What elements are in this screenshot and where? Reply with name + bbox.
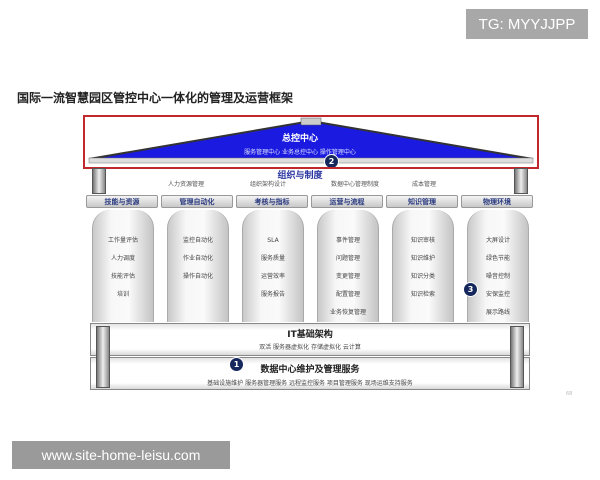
column-title: 考核与指标: [236, 195, 308, 208]
column-item: 知识审核: [410, 237, 435, 244]
column-item: 技能评估: [110, 273, 135, 280]
column-item: 配置管理: [335, 291, 360, 298]
page-number: 68: [566, 391, 573, 397]
column-title: 物理环境: [461, 195, 533, 208]
left-pillar-bottom: [96, 326, 110, 388]
column-item: 展示路线: [485, 309, 510, 316]
column-item: 监控自动化: [182, 237, 213, 244]
column-item: 绿色节能: [485, 255, 510, 262]
highlight-box: [83, 115, 539, 169]
it-infrastructure-band: IT基础架构 双活 服务器虚拟化 存储虚拟化 云计算: [90, 323, 530, 356]
column-item: 安保监控: [485, 291, 510, 298]
column-title: 知识管理: [386, 195, 458, 208]
column-item: 问题管理: [335, 255, 360, 262]
right-pillar-top: [514, 168, 528, 194]
column-item: 知识维护: [410, 255, 435, 262]
column-item: 业务恢复管理: [329, 309, 366, 316]
column-item: 知识检索: [410, 291, 435, 298]
column-item: 运营效率: [260, 273, 285, 280]
column-item: SLA: [267, 237, 279, 244]
pediment-base: [88, 157, 534, 164]
right-pillar-bottom: [510, 326, 524, 388]
column-title: 运营与流程: [311, 195, 383, 208]
it-subtitle: 双活 服务器虚拟化 存储虚拟化 云计算: [259, 344, 361, 351]
column-skills: 工作量评估人力调度技能评估培训: [92, 210, 154, 322]
column-title: 管理自动化: [161, 195, 233, 208]
pediment: [88, 117, 534, 164]
dc-subtitle: 基础设施维护 服务器管理服务 远程监控服务 项目管理服务 现场运维支持服务: [207, 380, 413, 387]
watermark-bottom: www.site-home-leisu.com: [12, 441, 230, 469]
column-process: 事件管理问题管理变更管理配置管理业务恢复管理: [317, 210, 379, 322]
column-automation: 监控自动化作业自动化操作自动化: [167, 210, 229, 322]
column-kpi: SLA 服务质量运营效率服务报告: [242, 210, 304, 322]
column-item: 服务质量: [260, 255, 285, 262]
column-item: 操作自动化: [182, 273, 213, 280]
column-item: 培训: [116, 291, 129, 298]
dc-title: 数据中心维护及管理服务: [260, 365, 360, 375]
column-item: 噪音控制: [485, 273, 510, 280]
column-item: 知识分类: [410, 273, 435, 280]
pediment-ornament: [300, 117, 322, 126]
column-item: 工作量评估: [107, 237, 138, 244]
column-item: 事件管理: [335, 237, 360, 244]
badge-3: 3: [463, 282, 478, 297]
column-item: 大屏设计: [485, 237, 510, 244]
column-title: 技能与资源: [86, 195, 158, 208]
left-pillar-top: [92, 168, 106, 194]
org-item: 人力资源管理: [168, 181, 205, 188]
column-item: 人力调度: [110, 255, 135, 262]
page-title: 国际一流智慧园区管控中心一体化的管理及运营框架: [17, 91, 294, 105]
column-environment: 大屏设计绿色节能噪音控制安保监控展示路线: [467, 210, 529, 322]
control-center-subtitle: 服务管理中心 业务总控中心 操作管理中心: [244, 149, 356, 156]
column-knowledge: 知识审核知识维护知识分类知识检索: [392, 210, 454, 322]
org-title: 组织与制度: [277, 171, 323, 181]
badge-1: 1: [229, 357, 244, 372]
column-item: 作业自动化: [182, 255, 213, 262]
column-item: 服务报告: [260, 291, 285, 298]
it-title: IT基础架构: [287, 330, 333, 340]
control-center-title: 总控中心: [281, 134, 318, 144]
org-item: 数据中心管理制度: [331, 181, 380, 188]
org-item: 成本管理: [412, 181, 437, 188]
column-item: 变更管理: [335, 273, 360, 280]
datacenter-band: 数据中心维护及管理服务 基础设施维护 服务器管理服务 远程监控服务 项目管理服务…: [90, 357, 530, 390]
org-item: 组织架构设计: [250, 181, 287, 188]
watermark-top: TG: MYYJJPP: [466, 9, 588, 39]
